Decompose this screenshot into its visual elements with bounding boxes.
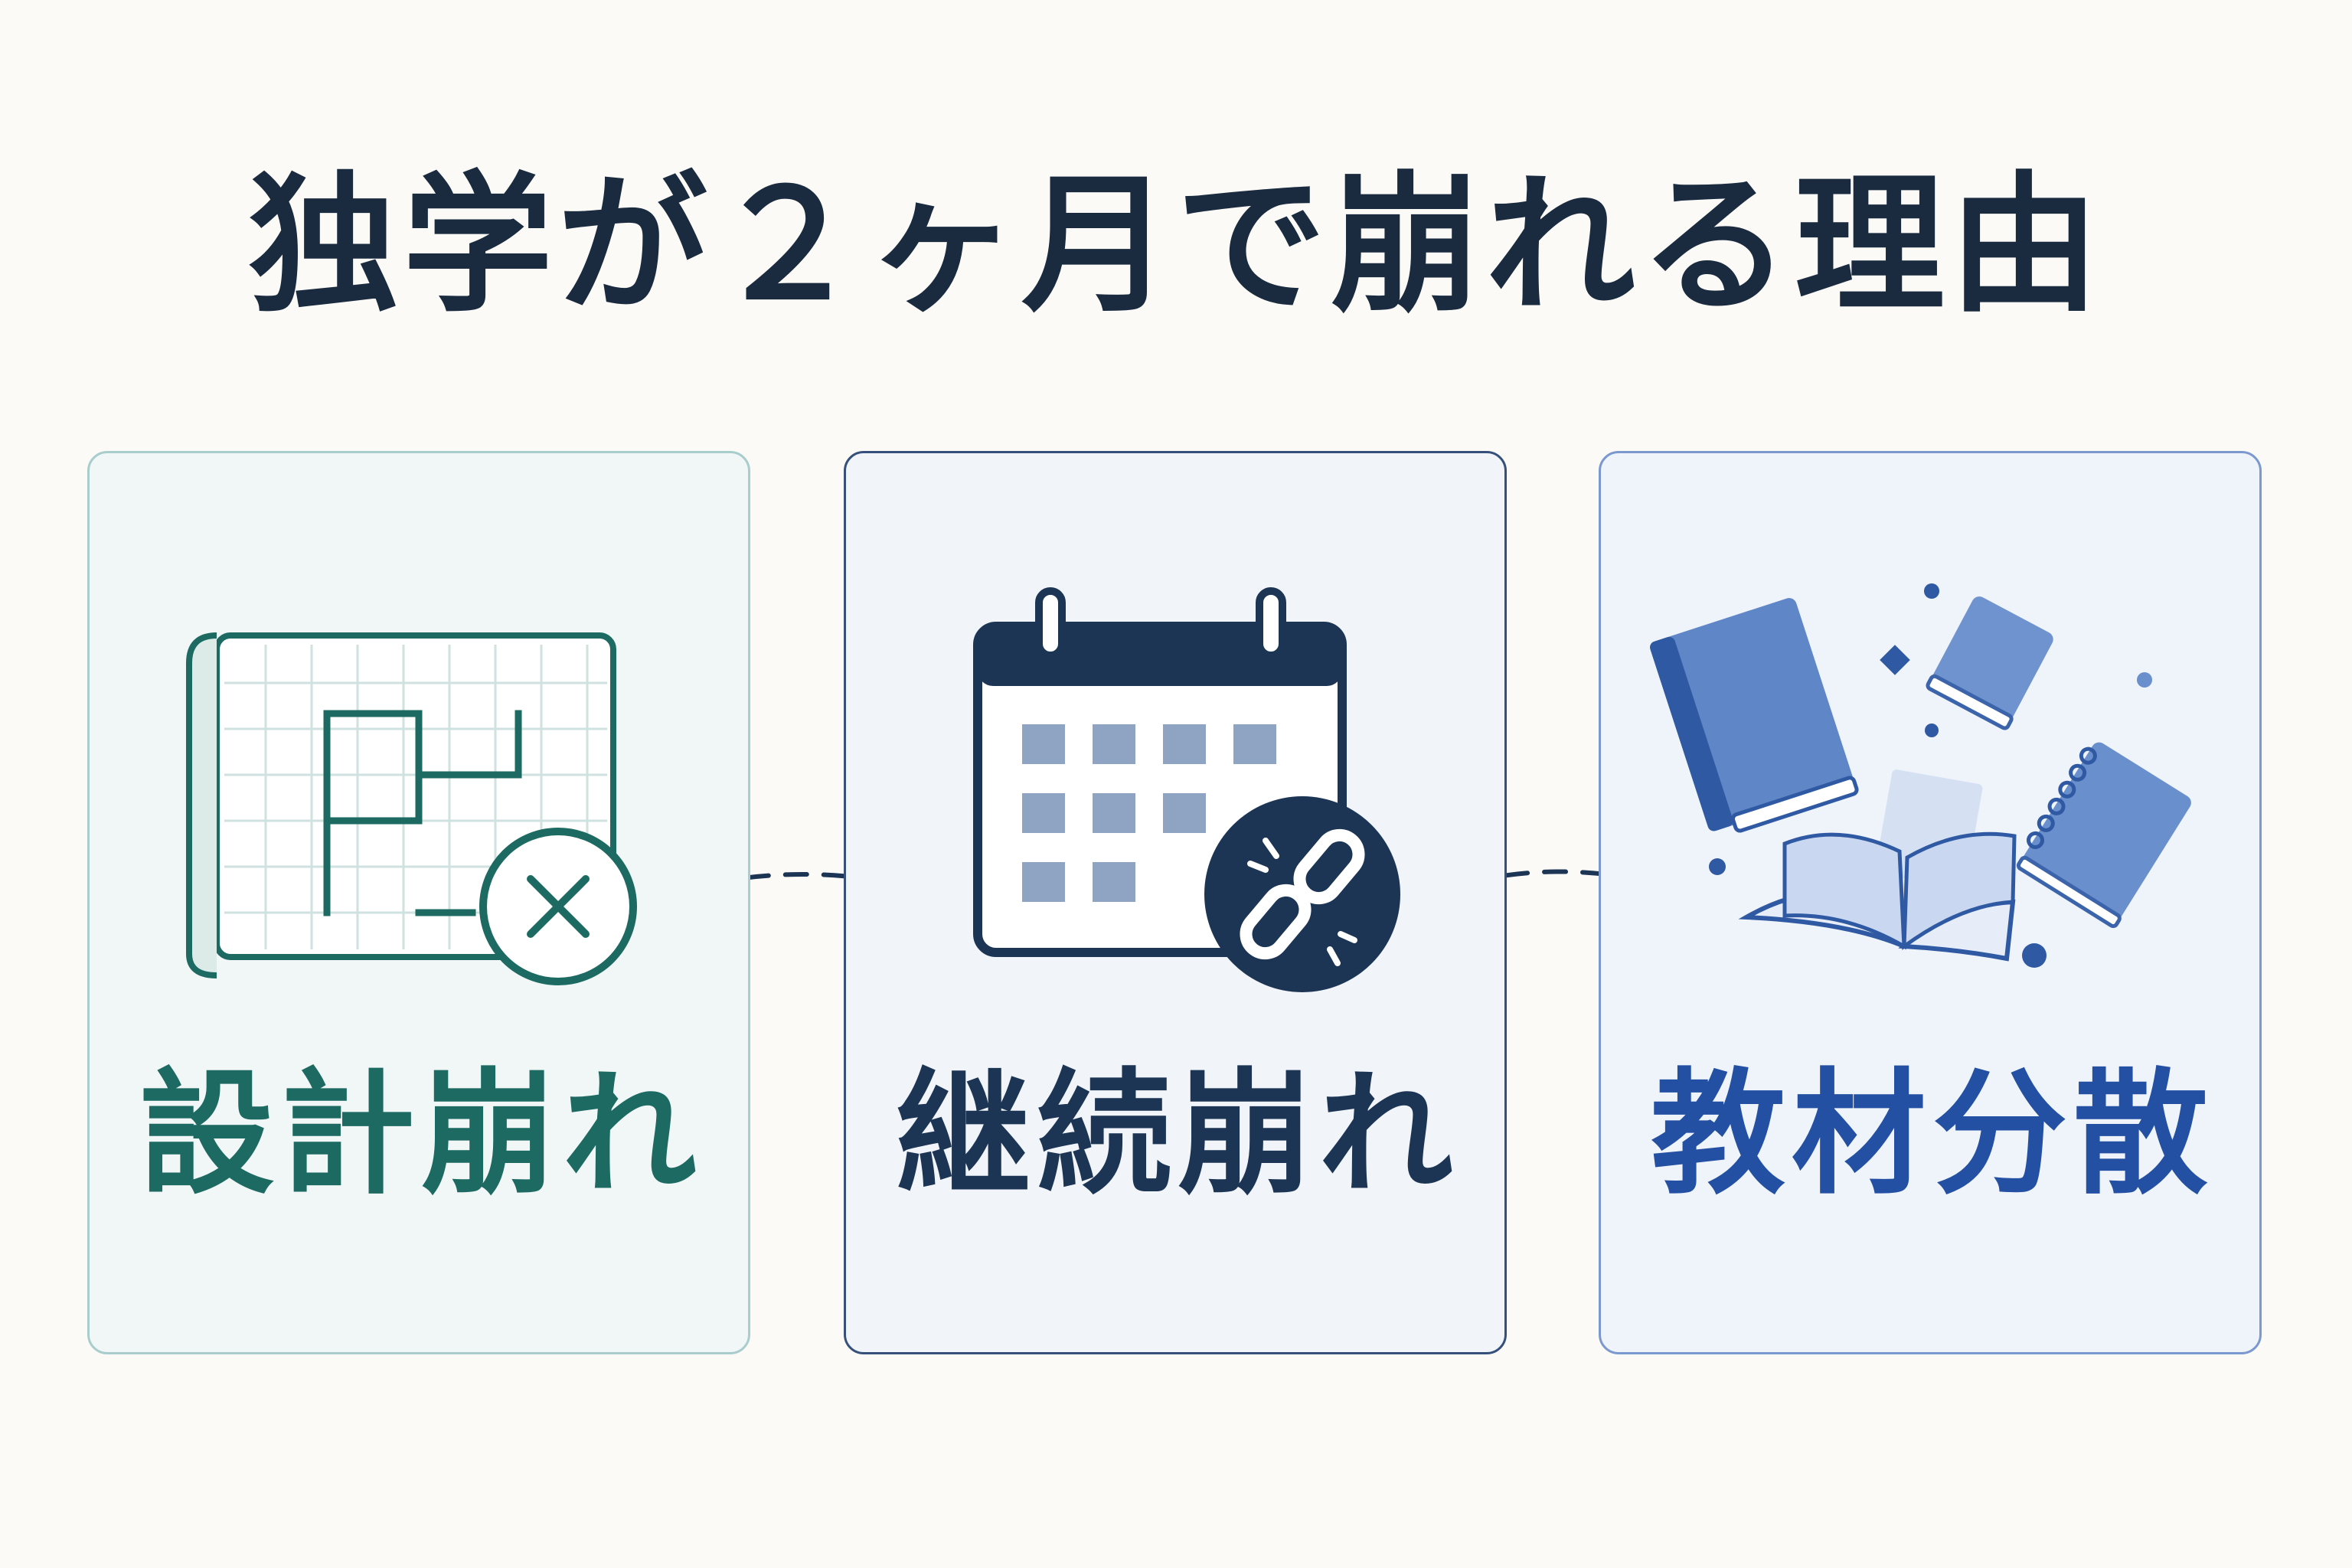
panel-design-breakdown: 設計崩れ [87,451,750,1354]
panel-continuity-breakdown: 継続崩れ [844,451,1507,1354]
panel-scattered-materials: 教材分散 [1599,451,2262,1354]
page-title: 独学が２ヶ月で崩れる理由 [247,157,2104,333]
panel-label-design: 設計崩れ [139,1056,703,1213]
panel-label-continuity: 継続崩れ [895,1056,1459,1213]
calendar-broken-chain-icon [973,587,1400,992]
panel-label-materials: 教材分散 [1650,1056,2214,1213]
scattered-books-icon [1650,583,2191,968]
blueprint-cross-icon [186,632,637,985]
